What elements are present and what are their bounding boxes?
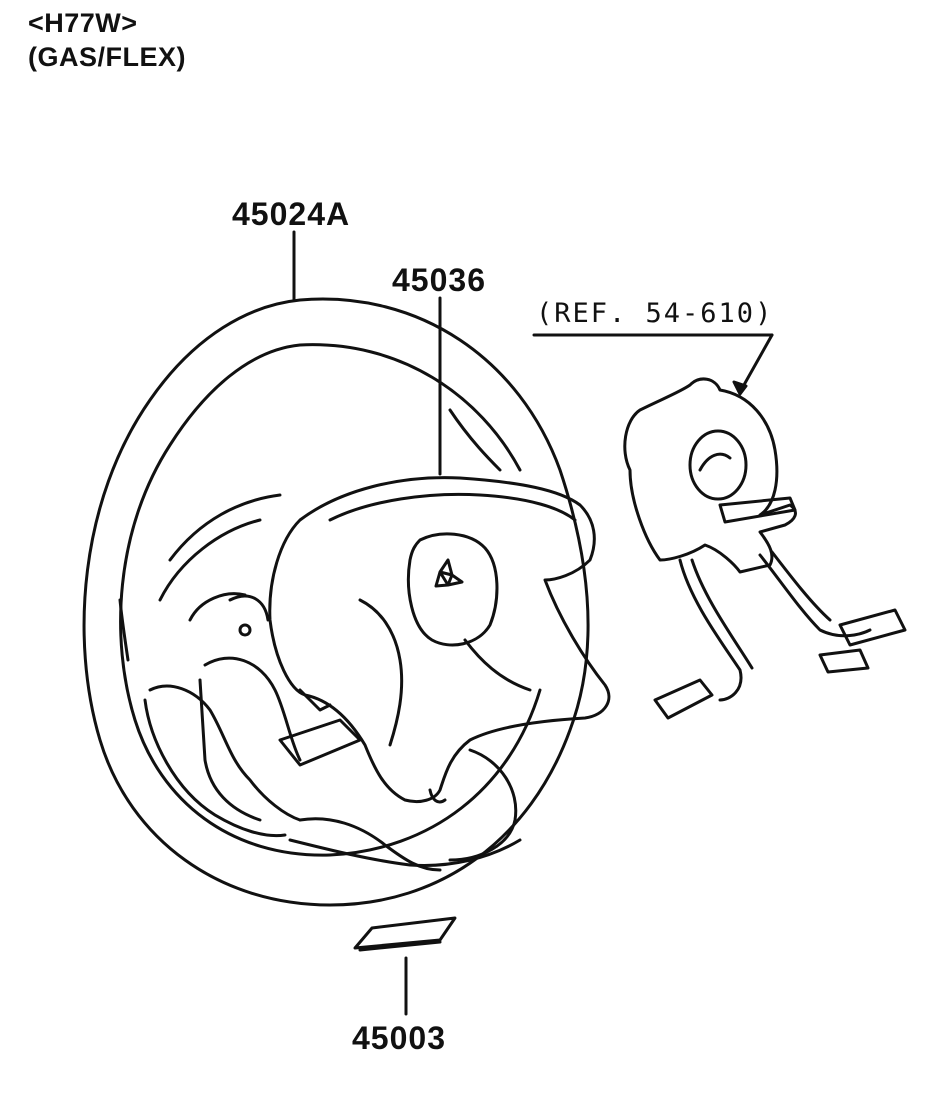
hub-upper-edge-inner [158,518,262,602]
emblem-plate-outline [353,916,457,950]
diagram-header: <H77W> (GAS/FLEX) [28,6,186,74]
hub-inner-curve [188,592,247,622]
spoke-block-side [198,678,262,822]
hub-boss [228,594,270,622]
reference-label-clock-spring: (REF. 54-610) [536,298,774,329]
clock-spring-harness-right [758,553,872,638]
emblem-plate-drawing [353,916,457,952]
airbag-cover-right-fold [463,638,532,692]
model-variant: (GAS/FLEX) [28,42,186,72]
model-code: <H77W> [28,8,138,38]
brand-emblem-icon [434,558,464,588]
airbag-cover-top-ridge [328,492,577,522]
airbag-module-drawing [268,476,611,804]
airbag-cover-left-fold [358,598,404,747]
lower-left-spoke [148,684,302,822]
airbag-cover-bottom-tab [428,788,447,804]
harness-connector-right [838,608,907,647]
clock-spring-harness-left-2 [690,558,754,670]
part-label-emblem: 45003 [352,1020,446,1056]
hub-upper-edge [168,493,282,562]
lower-right-spoke [448,748,518,862]
clock-spring-bore-inner [698,452,732,472]
spoke-center-plate [278,718,362,767]
lower-spoke-rim-join [288,838,522,867]
emblem-plate-edge [358,940,442,952]
leader-lines [292,230,774,1016]
clock-spring-harness-right-2 [770,550,832,622]
clock-spring-harness-left [678,558,743,702]
clock-spring-housing [623,377,797,574]
harness-connector-left [653,678,714,720]
leader-line-ref-diagonal [738,333,774,394]
lower-left-spoke-outer [143,698,287,838]
clock-spring-center-bore [688,429,748,501]
wheel-rim-inner [119,343,542,857]
airbag-cover-bottom-left [298,688,332,712]
lower-spoke-bottom [298,817,442,872]
hub-bolt [238,623,252,637]
clock-spring-connector-block [718,496,797,524]
leader-arrowhead [732,380,748,396]
steering-wheel-drawing [82,297,590,907]
wheel-rim-edge-left [118,598,130,662]
part-label-steering-wheel: 45024A [232,196,351,232]
clock-spring-drawing [623,377,907,720]
part-label-airbag-module: 45036 [392,262,486,298]
airbag-emblem-recess [406,532,499,647]
spoke-block-top [203,656,302,762]
harness-connector-right-small [818,648,870,674]
airbag-cover-outline [268,476,611,804]
wheel-rim-outer [82,297,590,907]
wheel-rim-highlight [448,408,502,472]
